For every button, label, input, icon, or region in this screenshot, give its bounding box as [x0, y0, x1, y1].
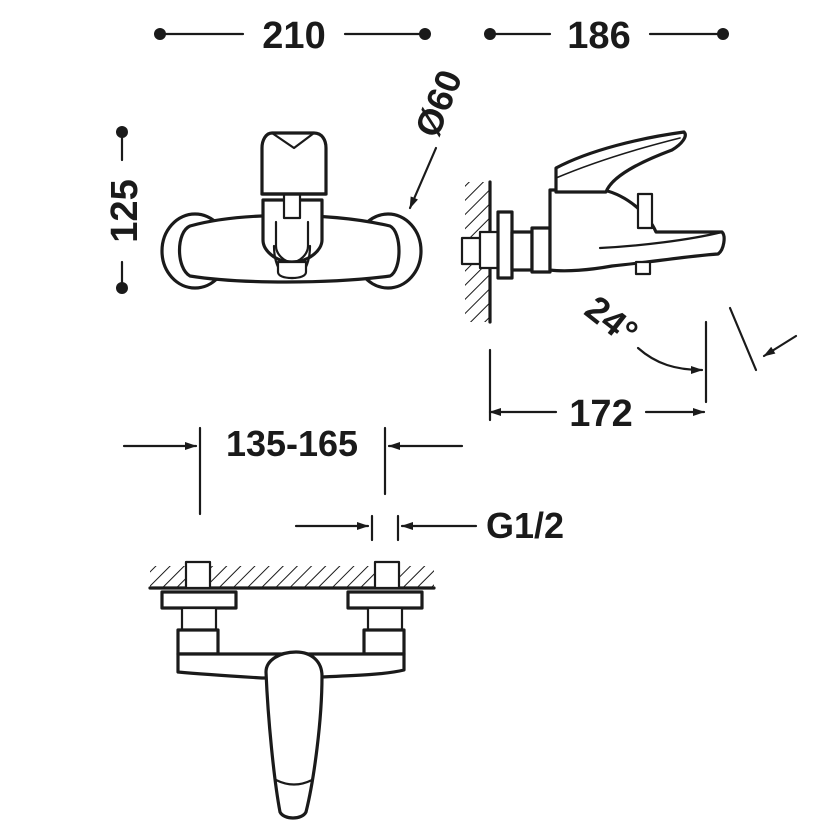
- dim-label-centers: 135-165: [226, 423, 358, 464]
- dim-endpoint-dot: [717, 28, 729, 40]
- side-lever: [554, 130, 687, 194]
- dim-endpoint-dot: [419, 28, 431, 40]
- left-inlet: [184, 560, 212, 590]
- aerator-stub: [634, 260, 652, 276]
- dim-centers: 135-165: [122, 423, 464, 516]
- dim-endpoint-dot: [116, 282, 128, 294]
- dim-label-186: 186: [567, 15, 630, 57]
- dim-diameter: Ø60: [407, 64, 471, 210]
- dim-label-angle: 24°: [578, 287, 646, 353]
- lever-handle: [260, 131, 328, 196]
- plan-lever: [264, 650, 324, 820]
- side-nut: [530, 226, 552, 274]
- dim-thread: G1/2: [294, 505, 564, 546]
- inlet-nut: [478, 230, 500, 270]
- dim-172: 172: [488, 348, 706, 435]
- diverter-knob: [636, 192, 654, 230]
- right-connector: [362, 628, 406, 656]
- cartridge-stem: [282, 192, 302, 220]
- side-lever-edge: [555, 137, 681, 179]
- side-escutcheon: [496, 210, 514, 280]
- inlet-stub: [460, 236, 482, 266]
- left-nut: [180, 606, 218, 632]
- dim-210: 210: [154, 15, 431, 57]
- dim-angle: 24°: [578, 287, 798, 404]
- dim-label-125: 125: [104, 179, 146, 242]
- angle-ref-tilted: [728, 306, 758, 372]
- lever-handle-ridge: [270, 131, 316, 150]
- dim-label-210: 210: [262, 15, 325, 57]
- dim-label-172: 172: [569, 393, 632, 435]
- plan-view: [148, 560, 436, 820]
- dim-186: 186: [484, 15, 729, 57]
- side-view: [460, 130, 726, 324]
- angle-arrow-right: [762, 334, 798, 358]
- nozzle-tip: [276, 260, 308, 280]
- left-connector: [176, 628, 220, 656]
- right-nut: [366, 606, 404, 632]
- angle-arc: [636, 346, 704, 374]
- dim-label-diameter: Ø60: [407, 64, 471, 142]
- plan-wall-hatch: [150, 566, 434, 588]
- front-view: [160, 131, 423, 290]
- dim-125: 125: [104, 126, 146, 294]
- side-connector: [510, 230, 534, 272]
- diameter-leader: [408, 146, 438, 210]
- spout-line: [598, 230, 724, 250]
- right-flange: [346, 590, 424, 610]
- left-flange: [160, 590, 238, 610]
- dim-label-thread: G1/2: [486, 505, 564, 546]
- right-inlet: [373, 560, 401, 590]
- plan-lever-tip-line: [274, 778, 314, 786]
